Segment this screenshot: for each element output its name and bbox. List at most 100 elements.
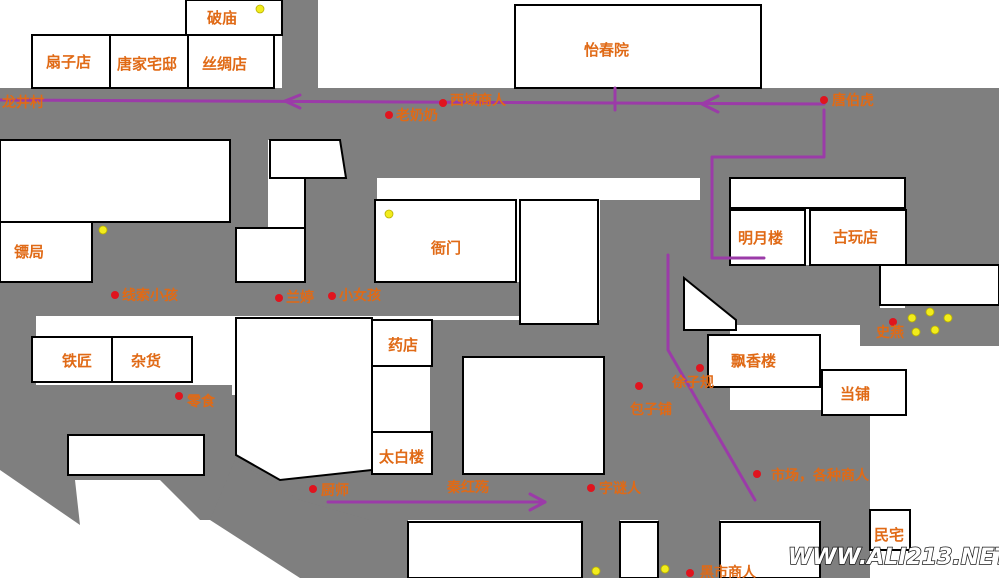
npc-dot-xiansuoxiaohai [111,291,119,299]
yaodian-building [371,319,433,367]
label-qinhongshang: 秦红殇 [446,479,489,496]
npc-dot-tangbohu [820,96,828,104]
taibailou-building [371,431,433,475]
npc-dot-heishishangren [686,569,694,577]
route-arrow-west-1 [283,93,302,110]
mingyuelou-building [729,209,806,266]
npc-dot-laonainai [385,111,393,119]
label-lanting: 兰婷 [286,289,314,306]
npc-dot-shichang [753,470,761,478]
far-east-block [879,264,999,306]
item-dot [660,564,670,574]
south-right [820,410,870,578]
guwandian-building [809,209,907,266]
west-street-middle [0,282,520,316]
shanzidian-building [31,34,111,89]
label-longjingcun: 龙井村 [1,94,44,111]
npc-dots [111,96,897,577]
east-street-upper [340,140,999,178]
route [0,86,826,512]
yamen-west-lane [305,178,377,288]
label-tiejiang: 铁匠 [62,352,92,370]
biaoju-side [92,222,200,284]
item-dot [384,209,394,219]
east-vertical-street [700,140,732,270]
label-shanzidian: 扇子店 [46,53,91,71]
yichunyuan-building [514,4,762,89]
white-block-plaza [462,356,605,475]
label-pomiao: 破庙 [207,9,237,27]
label-guwandian: 古玩店 [833,228,878,246]
white-block-west [0,139,231,223]
white-block-s3 [719,521,821,578]
item-dot [911,327,921,337]
route-arrow-east [528,492,547,512]
label-xuzigui: 徐子规 [671,374,714,391]
label-taibailou: 太白楼 [379,448,424,466]
white-block-top-east [729,177,906,209]
label-biaoju: 镖局 [14,243,44,261]
tiejiang-building [31,336,113,383]
label-xiansuoxiaohai: 线索小孩 [122,287,178,304]
label-mingyuelou: 明月楼 [738,229,783,247]
label-tangbohu: 唐伯虎 [832,92,874,109]
item-dot [925,307,935,317]
npc-dot-xiyushangren [439,99,447,107]
white-block-s1 [407,521,583,578]
label-yaodian: 药店 [388,336,418,354]
item-dot [943,313,953,323]
white-block-inner [235,317,373,482]
label-shiyan: 史燕 [876,324,904,341]
sichoudian-building [187,34,275,89]
npc-dot-zimiren [587,484,595,492]
main-street-north [0,88,999,140]
west-lower-band [0,316,36,396]
npc-dot-baozipu [635,382,643,390]
item-dot [255,4,265,14]
label-xiyushangren: 西域商人 [450,92,507,109]
watermark: WWW.ALI213.NET [788,545,999,570]
label-dangpu: 当铺 [840,385,870,403]
label-xiaonvhai: 小女孩 [339,287,381,304]
label-baozipu: 包子铺 [630,401,672,418]
items [98,4,953,576]
npc-dot-chushi [309,485,317,493]
biaoju-building [0,221,93,283]
label-shichang: 市场，各种商人 [771,467,870,484]
npc-dot-lingshi [175,392,183,400]
route-plaza-diagonal [666,253,757,502]
white-block-sw [67,434,205,476]
item-dot [591,566,601,576]
label-yichunyuan: 怡春院 [584,41,629,59]
item-dot [98,225,108,235]
label-yamen: 衙门 [430,239,461,257]
white-block-s2 [619,521,659,578]
npc-dot-shiyan [889,318,897,326]
label-lingshi: 零食 [186,393,216,410]
white-block-mid [235,139,348,283]
npc-labels: 龙井村 老奶奶 西域商人 唐伯虎 线索小孩 兰婷 小女孩 史燕 徐子规 包子铺 … [1,92,904,578]
route-main-west [0,98,826,106]
south-diagonal [210,460,370,578]
npc-dot-lanting [275,294,283,302]
label-piaoxianglou: 飘香楼 [731,352,776,370]
label-tangjia: 唐家宅邸 [117,55,177,73]
label-minzhai: 民宅 [874,526,904,544]
route-arrow-west-2 [700,94,720,114]
building-labels: 破庙 扇子店 唐家宅邸 丝绸店 怡春院 镖局 衙门 明月楼 古玩店 铁匠 杂货 … [14,9,904,544]
label-laonainai: 老奶奶 [396,107,438,124]
white-block-triangle [683,275,737,331]
white-block-center [519,199,599,325]
label-sichoudian: 丝绸店 [202,55,247,73]
item-dot [907,313,917,323]
route-east-loop [710,108,826,260]
item-dot [930,325,940,335]
label-zahuo: 杂货 [131,352,161,370]
tangjia-building [109,34,189,89]
yamen-building [374,199,517,283]
npc-dot-xiaonvhai [328,292,336,300]
south-alley-1 [368,515,408,578]
